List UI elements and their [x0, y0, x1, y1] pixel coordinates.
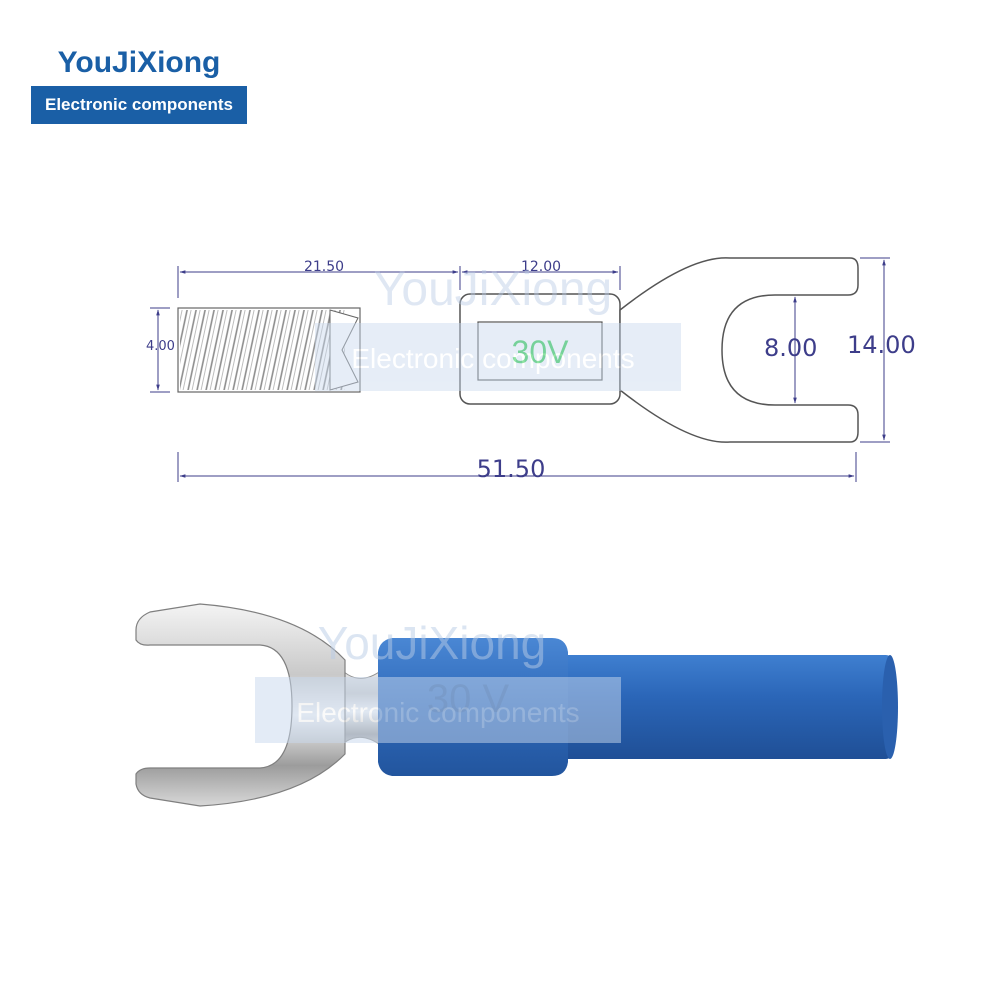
dim-barrel-length: 21.50 — [304, 259, 344, 275]
dim-fork-width: 14.00 — [847, 331, 916, 359]
drawing-voltage-label: 30V — [512, 334, 570, 370]
brand-logo: YouJiXiong Electronic components — [31, 40, 247, 124]
watermark-tagline: Electronic components — [296, 697, 579, 728]
fork-outline — [619, 257, 859, 443]
dim-diameter: 4.00 — [146, 339, 175, 354]
watermark-band — [255, 677, 621, 743]
technical-drawing: 30V 21.50 12.00 4.00 8.00 14.00 51.50 — [146, 257, 916, 483]
photo-watermark: YouJiXiong Electronic components — [255, 617, 621, 743]
sleeve-end — [882, 655, 898, 759]
blue-sleeve — [560, 655, 892, 759]
watermark-name: YouJiXiong — [374, 263, 612, 316]
watermark-tagline: Electronic components — [351, 343, 634, 374]
dim-overall-length: 51.50 — [477, 455, 546, 483]
barrel-notch — [329, 309, 359, 391]
watermark-band — [315, 323, 681, 391]
brand-name: YouJiXiong — [57, 46, 221, 79]
drawing-watermark: YouJiXiong Electronic components — [315, 263, 681, 391]
watermark-name: YouJiXiong — [318, 617, 547, 669]
brand-tagline: Electronic components — [31, 86, 247, 124]
dim-insulator-length: 12.00 — [521, 259, 561, 275]
dim-slot-width: 8.00 — [764, 334, 817, 362]
barrel-thread — [180, 310, 345, 390]
voltage-box — [477, 321, 603, 381]
